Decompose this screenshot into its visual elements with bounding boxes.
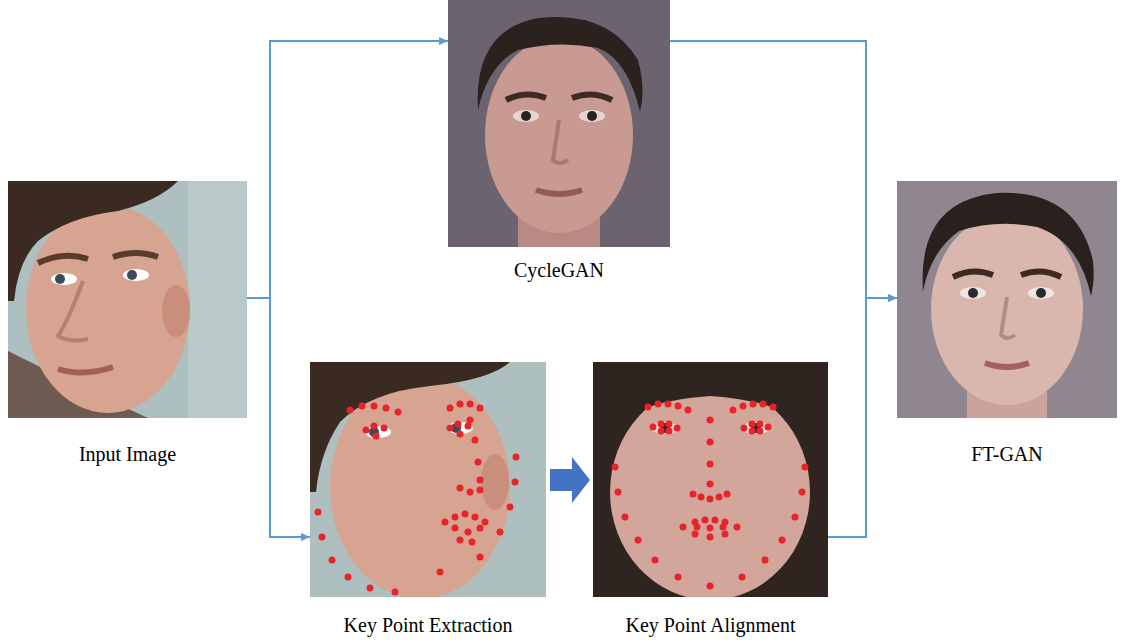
face-photo <box>897 181 1117 418</box>
face-photo <box>448 0 670 247</box>
image-caption: Input Image <box>8 442 247 466</box>
face-keypoints-photo <box>310 362 546 597</box>
face-photo <box>8 181 247 418</box>
face-keypoints-photo <box>593 362 828 597</box>
image-node: CycleGAN <box>448 0 670 282</box>
flow-arrow <box>247 298 310 537</box>
image-caption: FT-GAN <box>897 442 1117 466</box>
block-arrow <box>550 457 590 503</box>
flow-arrow <box>247 41 448 298</box>
image-node: Key Point Alignment <box>593 362 828 637</box>
image-caption: Key Point Alignment <box>593 613 828 637</box>
image-node: FT-GAN <box>897 181 1117 466</box>
flow-arrow <box>828 298 897 537</box>
image-caption: CycleGAN <box>448 258 670 282</box>
image-node: Key Point Extraction <box>310 362 546 637</box>
image-caption: Key Point Extraction <box>310 613 546 637</box>
image-node: Input Image <box>8 181 247 466</box>
flow-arrow <box>670 41 897 298</box>
